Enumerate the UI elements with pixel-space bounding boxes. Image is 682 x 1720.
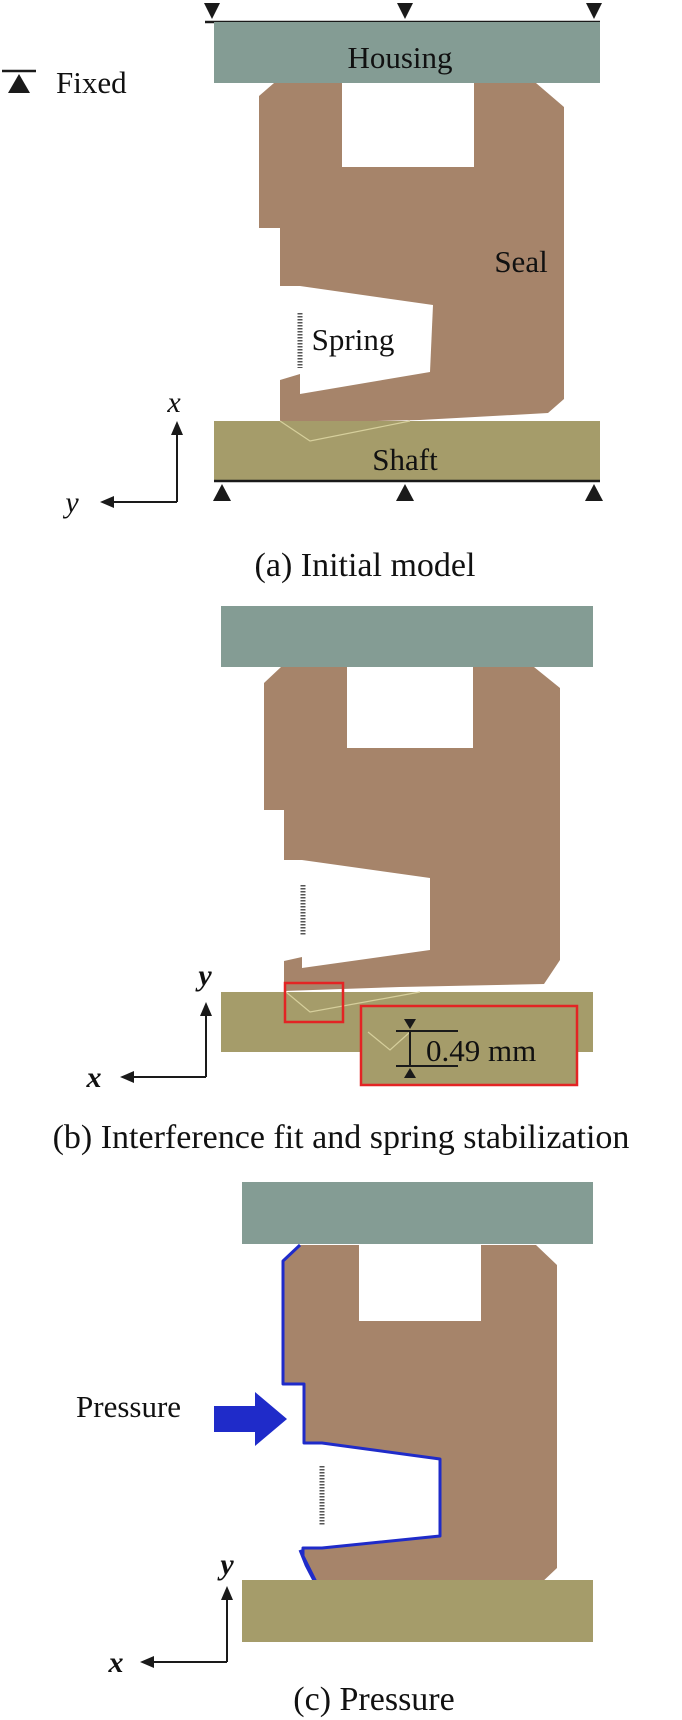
caption-a: (a) Initial model <box>255 547 476 584</box>
arrow-up-icon <box>171 421 183 435</box>
arrow-up-icon <box>404 1068 416 1078</box>
shaft <box>242 1580 593 1642</box>
fixed-legend-label: Fixed <box>56 65 127 100</box>
fixed-support-icon <box>204 3 220 19</box>
fixed-support-icon <box>8 74 30 93</box>
spring-cavity <box>300 286 433 394</box>
arrow-left-icon <box>140 1656 154 1668</box>
panel-a: Housing Seal Spring Shaft x y (a) Initia… <box>62 3 603 584</box>
caption-c: (c) Pressure <box>293 1681 454 1718</box>
pressure-arrow-icon <box>214 1392 287 1446</box>
axes-b: y x <box>86 959 213 1094</box>
shaft <box>214 421 600 481</box>
interference-region-box <box>283 981 345 1024</box>
axes-a: x y <box>62 386 183 519</box>
fixed-support-icon <box>397 3 413 19</box>
axis-label-vertical: y <box>217 1548 234 1581</box>
axis-label-vertical: y <box>195 959 212 992</box>
caption-b: (b) Interference fit and spring stabiliz… <box>53 1119 630 1156</box>
arrow-left-icon <box>100 496 114 508</box>
axis-label-horizontal: y <box>62 486 79 519</box>
housing <box>221 606 593 667</box>
panel-b: 0.49 mm y x (b) Interference fit and spr… <box>53 606 630 1156</box>
spring-cavity <box>302 860 430 968</box>
interference-label: 0.49 mm <box>426 1033 536 1068</box>
spring-cavity <box>322 1443 440 1548</box>
fixed-support-icon <box>586 3 602 19</box>
pressure-label: Pressure <box>76 1389 181 1424</box>
fixed-legend: Fixed <box>2 65 127 100</box>
housing <box>242 1182 593 1244</box>
spring-label: Spring <box>312 322 395 357</box>
fixed-support-icon <box>213 484 231 501</box>
axis-label-horizontal: x <box>108 1646 124 1679</box>
housing-label: Housing <box>347 40 452 75</box>
interference-zoom-inset: 0.49 mm <box>359 1004 579 1087</box>
arrow-down-icon <box>404 1019 416 1029</box>
arrow-up-icon <box>221 1586 233 1600</box>
housing <box>214 22 600 83</box>
shaft-label: Shaft <box>372 442 438 477</box>
fixed-support-icon <box>396 484 414 501</box>
axis-label-horizontal: x <box>86 1061 102 1094</box>
panel-c: Pressure y x (c) Pressure <box>76 1182 593 1718</box>
arrow-up-icon <box>200 1002 212 1016</box>
arrow-left-icon <box>120 1071 134 1083</box>
fixed-support-icon <box>585 484 603 501</box>
pressure-indicator: Pressure <box>76 1389 287 1446</box>
axis-label-vertical: x <box>166 386 181 419</box>
axes-c: y x <box>108 1548 235 1679</box>
seal-label: Seal <box>494 244 547 279</box>
